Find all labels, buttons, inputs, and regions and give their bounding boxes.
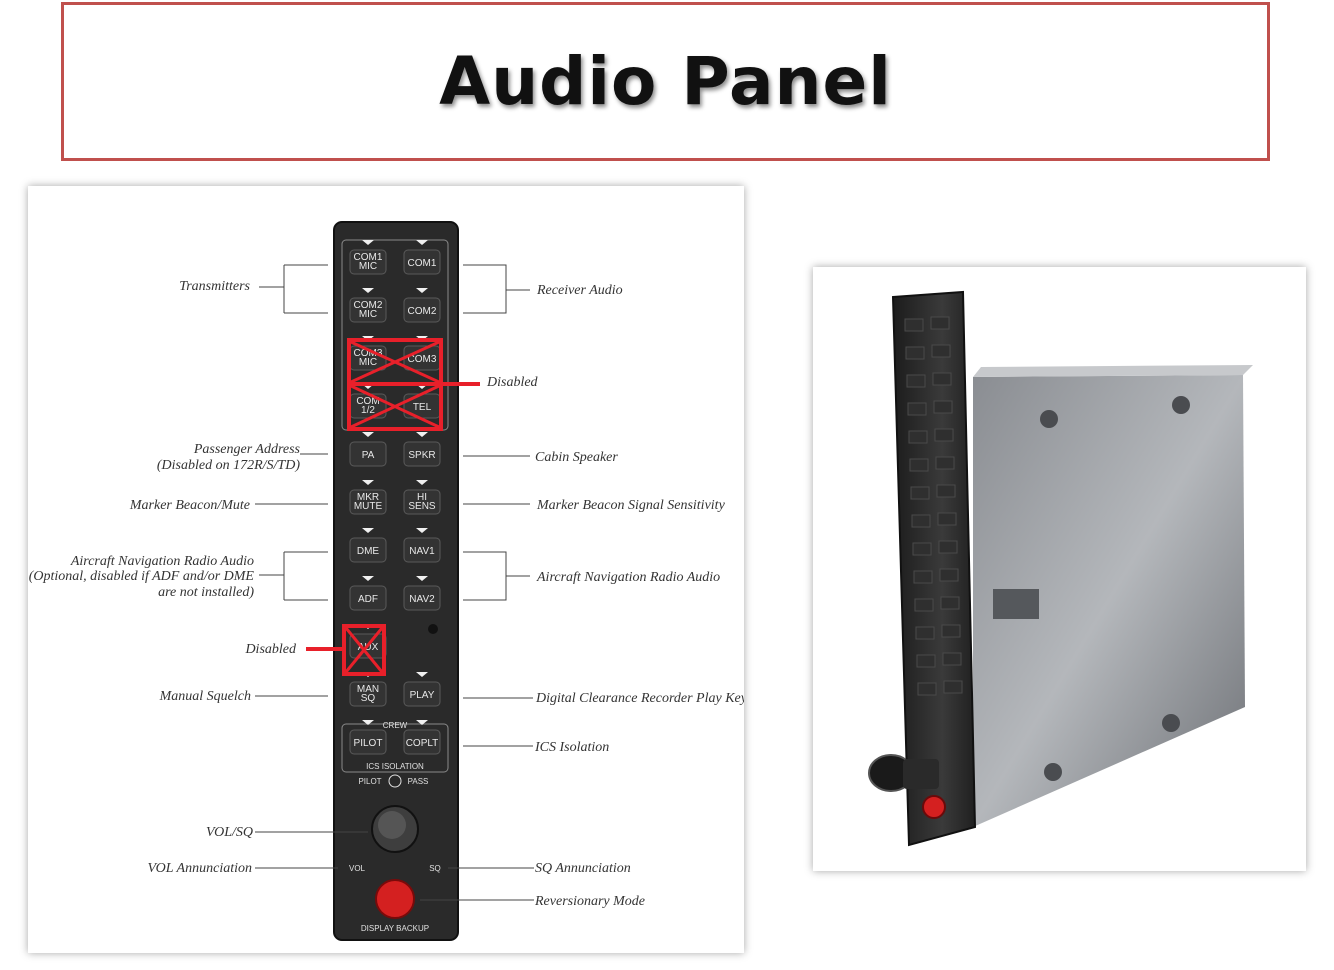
panel-button-label: SENS [408, 501, 436, 512]
callout-marker-beacon-mute: Marker Beacon/Mute [129, 498, 250, 513]
pass-label: PASS [408, 777, 429, 786]
mount-hole-icon [1162, 714, 1180, 732]
panel-button-label: TEL [413, 402, 432, 413]
panel-button-label: DME [357, 546, 380, 557]
page-title: Audio Panel [64, 43, 1267, 120]
panel-button-label: SQ [361, 693, 376, 704]
mount-hole-icon [1044, 763, 1062, 781]
panel-button-label: SPKR [408, 450, 435, 461]
callout-sq-annunciation: SQ Annunciation [535, 861, 631, 876]
callout-nav-audio-right: Aircraft Navigation Radio Audio [536, 570, 720, 585]
callout-passenger-address-note: (Disabled on 172R/S/TD) [157, 458, 300, 473]
callout-nav-audio-left-note-1: (Optional, disabled if ADF and/or DME [29, 569, 255, 584]
display-backup-button[interactable] [376, 880, 414, 918]
callout-disabled: Disabled [486, 375, 539, 390]
callout-vol-sq: VOL/SQ [206, 825, 253, 840]
panel-button-label: 1/2 [361, 405, 375, 416]
callout-passenger-address: Passenger Address [193, 442, 301, 457]
panel-button-label: MUTE [354, 501, 383, 512]
panel-button-label: COPLT [406, 738, 439, 749]
panel-button-label: ADF [358, 594, 378, 605]
callout-cabin-speaker: Cabin Speaker [535, 450, 618, 465]
callout-play-key: Digital Clearance Recorder Play Key [535, 691, 744, 706]
connector-bracket [993, 589, 1039, 619]
callout-receiver-audio: Receiver Audio [536, 283, 623, 298]
callout-transmitters: Transmitters [179, 279, 250, 294]
chassis-top-edge [973, 365, 1253, 377]
callout-marker-beacon-sensitivity: Marker Beacon Signal Sensitivity [536, 498, 726, 513]
ics-isolation-label: ICS ISOLATION [366, 762, 424, 771]
mount-hole-icon [1040, 410, 1058, 428]
vol-label: VOL [349, 864, 366, 873]
backup-button-icon [923, 796, 945, 818]
panel-button-label: PLAY [410, 690, 435, 701]
panel-button-label: PA [362, 450, 375, 461]
mount-hole-icon [1172, 396, 1190, 414]
title-frame: Audio Panel [61, 2, 1270, 161]
photocell-icon [428, 624, 438, 634]
knob-shaft [903, 759, 939, 789]
panel-button-label: MIC [359, 309, 377, 320]
panel-button-label: COM2 [408, 306, 437, 317]
pilot-label: PILOT [358, 777, 381, 786]
panel-button-label: MIC [359, 357, 377, 368]
panel-button-label: MIC [359, 261, 377, 272]
panel-button-label: NAV1 [409, 546, 435, 557]
vol-sq-knob-highlight-icon [378, 811, 406, 839]
callout-vol-annunciation: VOL Annunciation [148, 861, 252, 876]
callout-nav-audio-left: Aircraft Navigation Radio Audio [70, 554, 254, 569]
callout-nav-audio-left-note-2: are not installed) [158, 585, 254, 600]
callout-manual-squelch: Manual Squelch [159, 689, 251, 704]
unit-illustration [813, 267, 1306, 871]
panel-button-label: COM1 [408, 258, 437, 269]
panel-button-label: PILOT [354, 738, 383, 749]
callout-reversionary-mode: Reversionary Mode [534, 894, 645, 909]
crew-label: CREW [383, 721, 408, 730]
sq-label: SQ [429, 864, 441, 873]
callout-ics-isolation: ICS Isolation [534, 740, 609, 755]
audio-panel-photo [813, 267, 1306, 871]
panel-button-label: NAV2 [409, 594, 435, 605]
display-backup-label: DISPLAY BACKUP [361, 924, 429, 933]
callout-disabled-aux: Disabled [244, 642, 297, 657]
